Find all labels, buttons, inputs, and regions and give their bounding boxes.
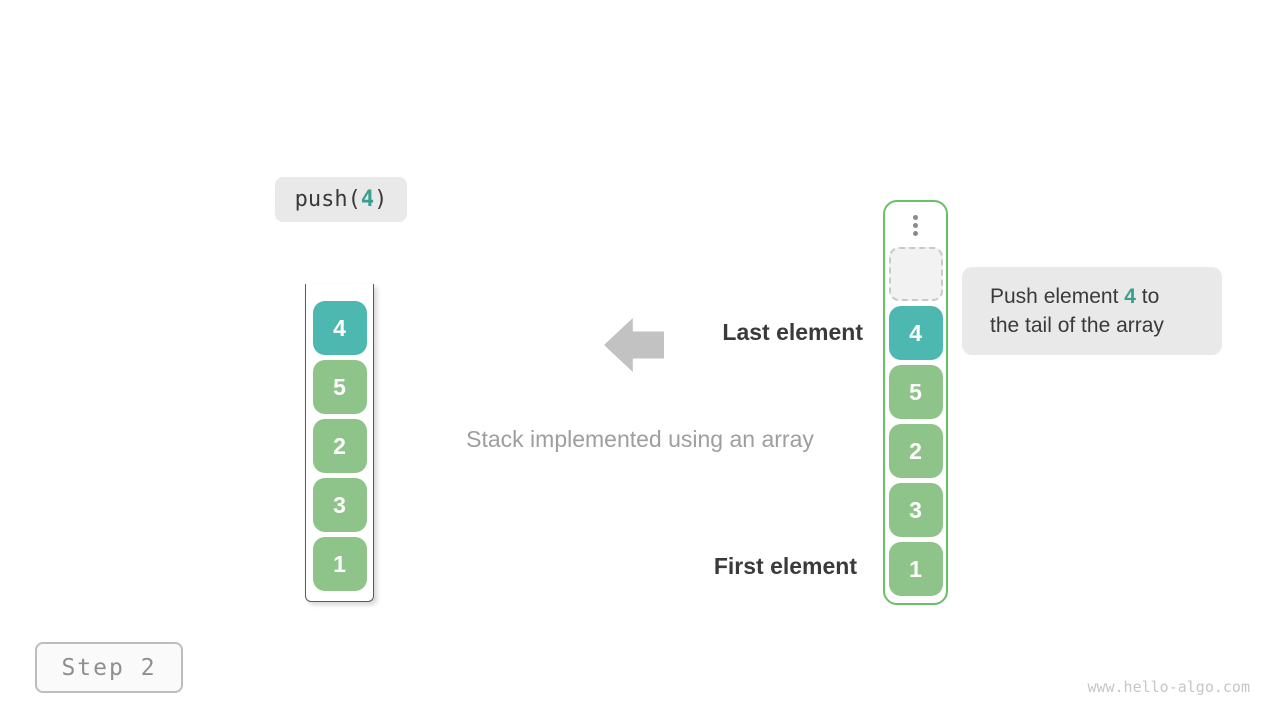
stack-element: 3 — [888, 483, 943, 537]
last-element-label: Last element — [722, 319, 863, 345]
push-call-prefix: push( — [294, 187, 361, 212]
callout-highlight-value: 4 — [1124, 285, 1136, 308]
ellipsis-dot — [913, 223, 918, 228]
ellipsis-dot — [913, 231, 918, 236]
stack-element: 2 — [312, 419, 367, 473]
diagram-caption: Stack implemented using an array — [466, 426, 814, 452]
site-watermark: www.hello-algo.com — [1087, 678, 1250, 696]
callout-text-before: Push element — [990, 285, 1125, 308]
arrow-left-icon — [604, 318, 664, 372]
callout-text-after: to the tail of the array — [990, 285, 1164, 337]
stack-element: 2 — [888, 424, 943, 478]
stack-element: 3 — [312, 478, 367, 532]
vertical-ellipsis-icon — [913, 215, 918, 236]
stack-element: 5 — [312, 360, 367, 414]
stack-element: 1 — [888, 542, 943, 596]
stack-element: 4 — [888, 306, 943, 360]
first-element-label: First element — [713, 553, 857, 579]
stack-element: 4 — [312, 301, 367, 355]
step-badge: Step 2 — [35, 642, 183, 693]
ellipsis-dot — [913, 215, 918, 220]
push-call-chip: push(4) — [275, 177, 407, 222]
push-call-arg: 4 — [360, 187, 375, 212]
push-call-suffix: ) — [374, 187, 388, 212]
push-description-callout: Push element 4 to the tail of the array — [962, 267, 1222, 355]
empty-array-slot — [888, 247, 943, 301]
stack-element: 5 — [888, 365, 943, 419]
step-badge-label: Step 2 — [61, 654, 157, 681]
stack-element: 1 — [312, 537, 367, 591]
